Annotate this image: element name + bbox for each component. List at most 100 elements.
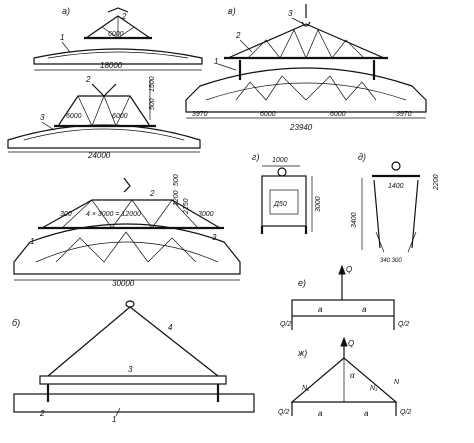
panel-a-callout-3: 3: [40, 113, 45, 122]
panel-g-eye: [277, 167, 287, 177]
panel-a-beam-inner: [47, 51, 189, 59]
panel-a-dim-bottom: 24000: [87, 151, 111, 160]
panel-a-lower-beam: [7, 124, 201, 149]
panel-b-top-beam-inner: [35, 241, 219, 263]
panel-v-truss-web: [247, 29, 365, 59]
panel-a-lower: 2 6000 6000 1500 500 3 24000: [7, 75, 201, 160]
panel-e-label-a-right: a: [362, 305, 367, 314]
panel-a-dim-h2: 500: [149, 98, 156, 110]
panel-b-callout-4: 4: [168, 323, 173, 332]
panel-zh-label-n1-right: N₁: [370, 385, 378, 392]
panel-a-leader-3: [41, 121, 55, 131]
panel-a-dim-top: 6000: [108, 31, 124, 38]
panel-a-letter: а): [62, 6, 70, 16]
panel-b-top: 500 1200 2150 2 300 4 × 3000 = 12000 300…: [13, 174, 241, 288]
panel-g: г) 1000 Д50 3000: [252, 152, 322, 234]
panel-b: б) 4 3 2 1: [12, 300, 255, 424]
panel-e-label-q-right: Q/2: [398, 321, 409, 328]
panel-g-dim-top: 1000: [272, 157, 288, 164]
panel-zh-label-n1-left: N₁: [302, 385, 310, 392]
panel-v-dim-4: 3970: [396, 111, 412, 118]
panel-e-label-q-left: Q/2: [280, 321, 291, 328]
panel-v-dim-1: 3970: [192, 111, 208, 118]
panel-g-jaws: [260, 226, 308, 234]
panel-v-beam-web: [235, 75, 377, 101]
panel-v-callout-2: 2: [235, 31, 241, 40]
panel-b-top-callout-3: 3: [212, 233, 217, 242]
panel-g-dim-inner: Д50: [273, 201, 287, 208]
panel-zh-label-a-left: a: [318, 409, 323, 418]
panel-b-top-dim-h3: 2150: [183, 198, 190, 215]
panel-zh-letter: ж): [297, 348, 307, 358]
panel-b-top-beam-web: [55, 231, 197, 263]
panel-v-hook: [301, 4, 311, 27]
panel-b-letter: б): [12, 318, 20, 328]
panel-a-callout-2b: 2: [85, 75, 91, 84]
panel-b-top-callout-2: 2: [149, 189, 155, 198]
panel-a-beam: [33, 48, 203, 65]
panel-a-lower-hook: [91, 83, 117, 97]
panel-a-dim-h1: 1500: [149, 76, 156, 92]
panel-b-top-beam: [13, 223, 241, 275]
panel-v-dim-3: 6000: [330, 111, 346, 118]
panel-b-callout-1: 1: [112, 415, 116, 424]
panel-a-leader-1: [61, 41, 71, 53]
panel-d-dim-bottom: 340 300: [380, 258, 402, 264]
panel-e-label-q: Q: [346, 265, 352, 274]
panel-b-top-dim-right: 3000: [198, 211, 214, 218]
panel-zh-label-alpha: α: [350, 371, 355, 380]
panel-d-jaws: [375, 231, 417, 253]
panel-zh-q-arrowhead: [340, 336, 348, 347]
panel-b-callout-2: 2: [39, 409, 45, 418]
panel-b-top-dim-h1: 500: [173, 174, 180, 186]
panel-e-letter: е): [298, 278, 306, 288]
panel-a-callout-2: 2: [121, 12, 127, 21]
panel-g-dim-height: 3000: [315, 196, 322, 212]
panel-zh-support-arrows: [291, 402, 397, 416]
panel-a-dim-left-beam: 6000: [66, 113, 82, 120]
panel-v-letter: в): [228, 6, 236, 16]
panel-v-slings: [238, 60, 376, 80]
panel-e-label-a-left: a: [318, 305, 323, 314]
panel-g-letter: г): [252, 152, 259, 162]
panel-g-inner-frame: [269, 189, 299, 215]
panel-e: е) Q a a Q/2 Q/2: [280, 264, 409, 330]
panel-b-top-hook: [123, 177, 131, 193]
panel-d-letter: д): [358, 152, 366, 162]
panel-zh: ж) Q α N₁ N₁ N a a Q/2 Q/2: [278, 336, 411, 418]
panel-a-dim-right-beam: 6000: [112, 113, 128, 120]
panel-b-slab: [13, 393, 255, 413]
panel-a-callout-1: 1: [60, 33, 64, 42]
panel-v-dim-2: 6000: [260, 111, 276, 118]
panel-b-callout-3: 3: [128, 365, 133, 374]
panel-a-hook: [107, 7, 129, 13]
panel-v-truss-top: [227, 23, 385, 59]
panel-b-top-dim-h2: 1200: [173, 190, 180, 206]
panel-a: а) 2 6000 1 18000: [33, 6, 203, 71]
panel-b-traverse: [39, 375, 227, 385]
panel-d-dim-right: 2200: [433, 174, 440, 191]
panel-b-slings: [47, 306, 219, 377]
panel-v: в) 3 2 1 3970 6000 6000 3970 23940: [185, 4, 427, 132]
panel-d-dim-height: 3400: [351, 212, 358, 228]
panel-e-beam: [291, 299, 395, 317]
panel-b-hooks: [46, 384, 220, 402]
panel-v-leader-1: [217, 63, 237, 71]
panel-d-arms: [373, 179, 419, 249]
panel-zh-label-n: N: [394, 379, 400, 386]
panel-b-top-dim-center: 4 × 3000 = 12000: [86, 211, 141, 218]
panel-v-dim-total: 23940: [289, 123, 313, 132]
panel-d-dim-top: 1400: [388, 183, 404, 190]
panel-v-callout-1: 1: [214, 57, 218, 66]
panel-b-top-dim-bottom: 30000: [112, 279, 135, 288]
panel-zh-label-q: Q: [348, 339, 354, 348]
panel-v-beam: [185, 67, 427, 113]
panel-zh-label-a-right: a: [364, 409, 369, 418]
panel-a-dim-span: 18000: [100, 61, 123, 70]
panel-v-beam-inner: [205, 82, 407, 101]
panel-d: д) 1400 2200 3400 340 300: [351, 152, 440, 264]
panel-d-eye: [391, 161, 401, 171]
panel-zh-label-q-right: Q/2: [400, 409, 411, 416]
